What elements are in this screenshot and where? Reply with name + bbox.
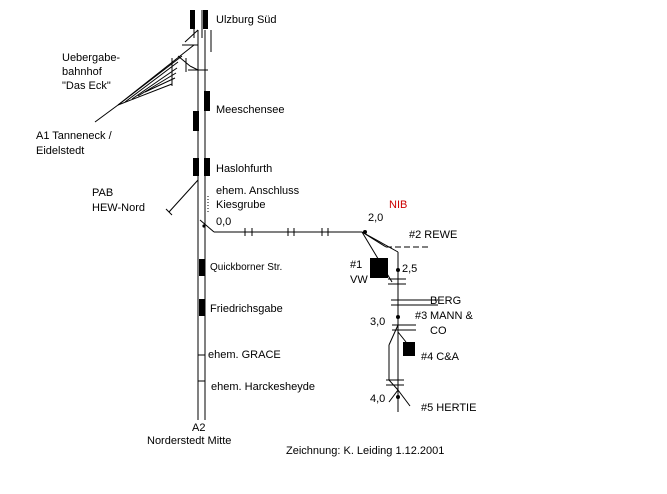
label-km-4: 4,0 (370, 393, 385, 405)
km-25-dot (396, 268, 400, 272)
credit-text: Zeichnung: K. Leiding 1.12.2001 (286, 445, 444, 457)
label-harckesheyde: ehem. Harckesheyde (211, 381, 315, 393)
pab-siding (165, 179, 199, 216)
label-km-3: 3,0 (370, 316, 385, 328)
km-3-dot (396, 315, 400, 319)
label-km-0: 0,0 (216, 216, 231, 228)
label-hertie: #5 HERTIE (421, 402, 476, 414)
km-0-dot (202, 224, 206, 228)
uebergabebahnhof-sidings (117, 44, 208, 106)
label-haslohfurth: Haslohfurth (216, 163, 272, 175)
label-vw-num: #1 (350, 259, 362, 271)
label-nib: NIB (389, 199, 407, 211)
km-2-dot (363, 230, 367, 234)
label-a2-line2: Norderstedt Mitte (147, 435, 231, 447)
label-anschluss-line2: Kiesgrube (216, 199, 266, 211)
label-quickborner: Quickborner Str. (210, 262, 282, 273)
label-a1-line2: Eidelstedt (36, 145, 84, 157)
ulzburg-sued-station (182, 10, 212, 52)
label-uebergabe-line2: bahnhof (62, 66, 103, 78)
a1-line (94, 104, 119, 123)
label-km-25: 2,5 (402, 263, 417, 275)
label-ulzburg-sued: Ulzburg Süd (216, 14, 277, 26)
quickborner-station (199, 259, 205, 276)
label-pab-line2: HEW-Nord (92, 202, 145, 214)
km-4-dot (396, 395, 400, 399)
label-vw: VW (350, 274, 368, 286)
vw-building (370, 258, 388, 278)
label-friedrichsgabe: Friedrichsgabe (210, 303, 283, 315)
label-berg-num: #3 (415, 310, 427, 322)
label-ca: #4 C&A (421, 351, 460, 363)
meeschensee-station (193, 91, 210, 131)
label-km-2: 2,0 (368, 212, 383, 224)
label-grace: ehem. GRACE (208, 349, 281, 361)
label-meeschensee: Meeschensee (216, 104, 285, 116)
friedrichsgabe-station (199, 299, 205, 316)
label-berg-line1: BERG (430, 295, 461, 307)
label-rewe: #2 REWE (409, 229, 457, 241)
label-uebergabe-line1: Uebergabe- (62, 52, 120, 64)
branch-joints (244, 228, 438, 386)
label-uebergabe-line3: "Das Eck" (62, 80, 111, 92)
label-pab-line1: PAB (92, 187, 113, 199)
label-berg-line2: MANN & (430, 310, 473, 322)
label-a1-line1: A1 Tanneneck / (36, 130, 113, 142)
ca-building (403, 342, 415, 356)
label-a2-line1: A2 (192, 422, 205, 434)
haslohfurth-station (193, 158, 210, 176)
label-anschluss-line1: ehem. Anschluss (216, 185, 300, 197)
label-berg-line3: CO (430, 325, 447, 337)
